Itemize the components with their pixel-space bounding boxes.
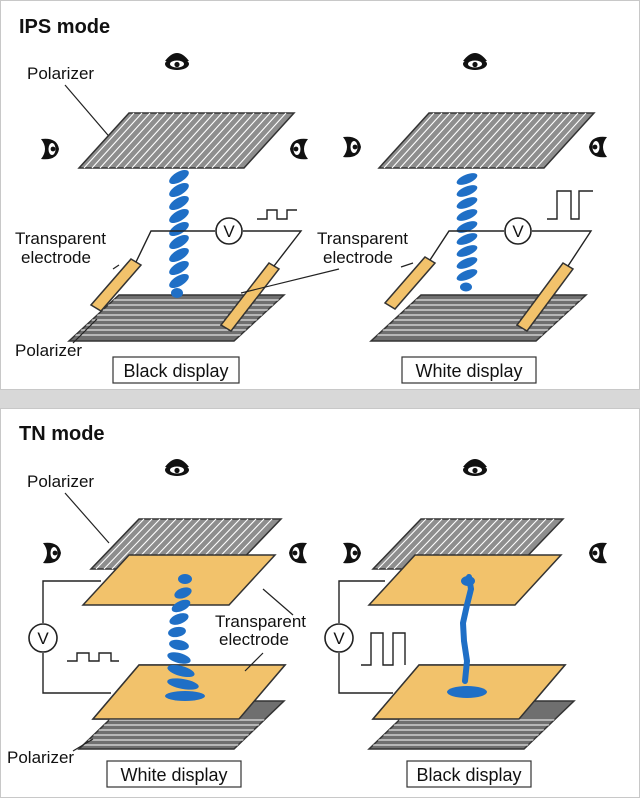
ips-caption-right-box (401, 356, 537, 384)
tn-electrode-leader-top (262, 588, 294, 616)
eye-icon (343, 542, 361, 564)
tn-voltmeter-left-label: V (37, 629, 49, 648)
eye-icon (290, 138, 308, 160)
tn-wire-right-bottom (338, 653, 393, 694)
eye-icon (589, 136, 607, 158)
tn-caption-right-box (406, 760, 532, 788)
tn-polarizer-leader (64, 492, 110, 544)
ips-electrode-left-label-2: electrode (21, 248, 91, 267)
ips-top-polarizer-left (77, 112, 296, 169)
tn-polarizer-bottom-leader (72, 738, 94, 752)
square-wave-icon (67, 652, 119, 662)
ips-caption-right: White display (415, 361, 522, 381)
tn-wire-left-bottom (42, 653, 111, 694)
eye-icon (463, 459, 487, 476)
eye-icon (43, 542, 61, 564)
voltmeter-icon (504, 217, 532, 245)
square-wave-icon (547, 190, 593, 220)
tn-caption-left: White display (120, 765, 227, 785)
tn-voltmeter-right-label: V (333, 629, 345, 648)
ips-wire-right (429, 230, 504, 261)
eye-icon (289, 542, 307, 564)
eye-icon (343, 136, 361, 158)
ips-polarizer-bottom-label: Polarizer (15, 341, 82, 360)
ips-polarizer-top-label: Polarizer (27, 64, 94, 83)
ips-electrode-left-leader (112, 264, 120, 270)
ips-electrode-left-label-1: Transparent (15, 229, 106, 248)
tn-electrode-leader-bottom (244, 652, 264, 672)
tn-polarizer-bottom-label: Polarizer (7, 748, 74, 767)
ips-electrode-right-b (515, 262, 575, 332)
ips-panel: IPS mode Polarizer (0, 0, 640, 390)
tn-electrode-label-2: electrode (219, 630, 289, 649)
tn-caption-right: Black display (416, 765, 521, 785)
ips-wire-left-2 (243, 230, 303, 267)
square-wave-icon (257, 209, 297, 220)
tn-panel: TN mode Polarizer (0, 408, 640, 798)
tn-electrode-label-1: Transparent (215, 612, 306, 631)
ips-voltmeter-right-label: V (512, 222, 524, 241)
ips-polarizer-bottom-leader (72, 318, 98, 344)
ips-liquid-crystal-left (169, 170, 189, 298)
ips-electrode-right-label-1: Transparent (317, 229, 408, 248)
tn-wire-right-top (338, 580, 385, 623)
voltmeter-icon (324, 623, 354, 653)
eye-icon (41, 138, 59, 160)
ips-liquid-crystal-right (456, 173, 478, 292)
ips-caption-left: Black display (123, 361, 228, 381)
ips-electrode-right-leader (240, 268, 340, 294)
ips-electrode-right-a (383, 256, 437, 310)
ips-electrode-left-a (89, 258, 143, 312)
ips-polarizer-leader (64, 84, 114, 142)
eye-icon (165, 53, 189, 70)
voltmeter-icon (215, 217, 243, 245)
ips-diagram: IPS mode Polarizer (15, 16, 607, 384)
eye-icon (589, 542, 607, 564)
tn-caption-left-box (106, 760, 242, 788)
ips-wire-right-2 (532, 230, 593, 267)
ips-electrode-left-b (219, 262, 281, 332)
ips-electrode-right-label-2: electrode (323, 248, 393, 267)
tn-title: TN mode (19, 423, 105, 445)
eye-icon (165, 459, 189, 476)
ips-voltmeter-left-label: V (223, 222, 235, 241)
eye-icon (463, 53, 487, 70)
ips-wire-left (135, 230, 215, 263)
tn-liquid-crystal-right (447, 574, 487, 698)
square-wave-icon (361, 632, 406, 666)
tn-polarizer-top-label: Polarizer (27, 472, 94, 491)
voltmeter-icon (28, 623, 58, 653)
ips-top-polarizer-right (377, 112, 596, 169)
tn-liquid-crystal-left (165, 574, 205, 701)
tn-wire-left-top (42, 580, 101, 623)
ips-caption-left-box (112, 356, 240, 384)
tn-diagram: TN mode Polarizer (7, 423, 607, 788)
ips-electrode-right-leader-2 (400, 262, 414, 268)
ips-title: IPS mode (19, 16, 110, 38)
